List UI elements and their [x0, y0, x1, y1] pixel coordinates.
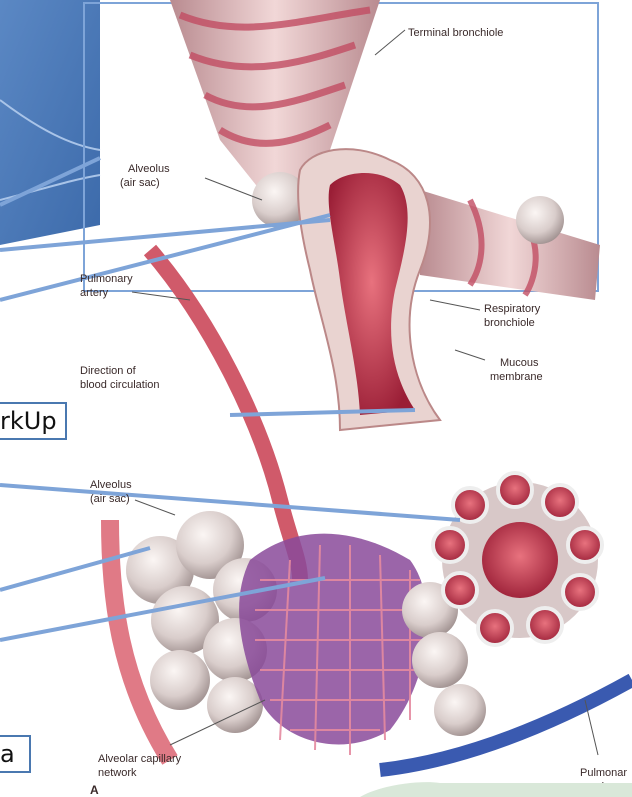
- label-respiratory-bronchiole: Respiratory: [484, 303, 541, 315]
- slide-label-box: a: [0, 735, 31, 773]
- label-terminal-bronchiole: Terminal bronchiole: [408, 27, 503, 39]
- label-pulmonary-artery-sub: artery: [80, 287, 109, 299]
- label-direction: Direction of: [80, 365, 137, 377]
- label-alveolus-top-sub: (air sac): [120, 177, 160, 189]
- label-alveolus-mid: Alveolus: [90, 479, 132, 491]
- label-alveolar-capillary-sub: network: [98, 767, 137, 779]
- label-respiratory-bronchiole-sub: bronchiole: [484, 317, 535, 329]
- slide-label-box: rkUp: [0, 402, 67, 440]
- label-direction-sub: blood circulation: [80, 379, 160, 391]
- label-pulmonary-artery: Pulmonary: [80, 273, 133, 285]
- label-alveolus-top: Alveolus: [128, 163, 170, 175]
- panel-letter: A: [90, 783, 99, 797]
- alveolus-sac: [516, 196, 564, 244]
- slide-label-text: rkUp: [0, 407, 57, 435]
- slide-label-text: a: [0, 740, 15, 768]
- label-mucous-sub: membrane: [490, 371, 543, 383]
- label-alveolar-capillary: Alveolar capillary: [98, 753, 182, 765]
- label-mucous: Mucous: [500, 357, 539, 369]
- label-alveolus-mid-sub: (air sac): [90, 493, 130, 505]
- corner-photo-fragment: [360, 782, 632, 797]
- label-pulmonary-vein: Pulmonar: [580, 767, 627, 779]
